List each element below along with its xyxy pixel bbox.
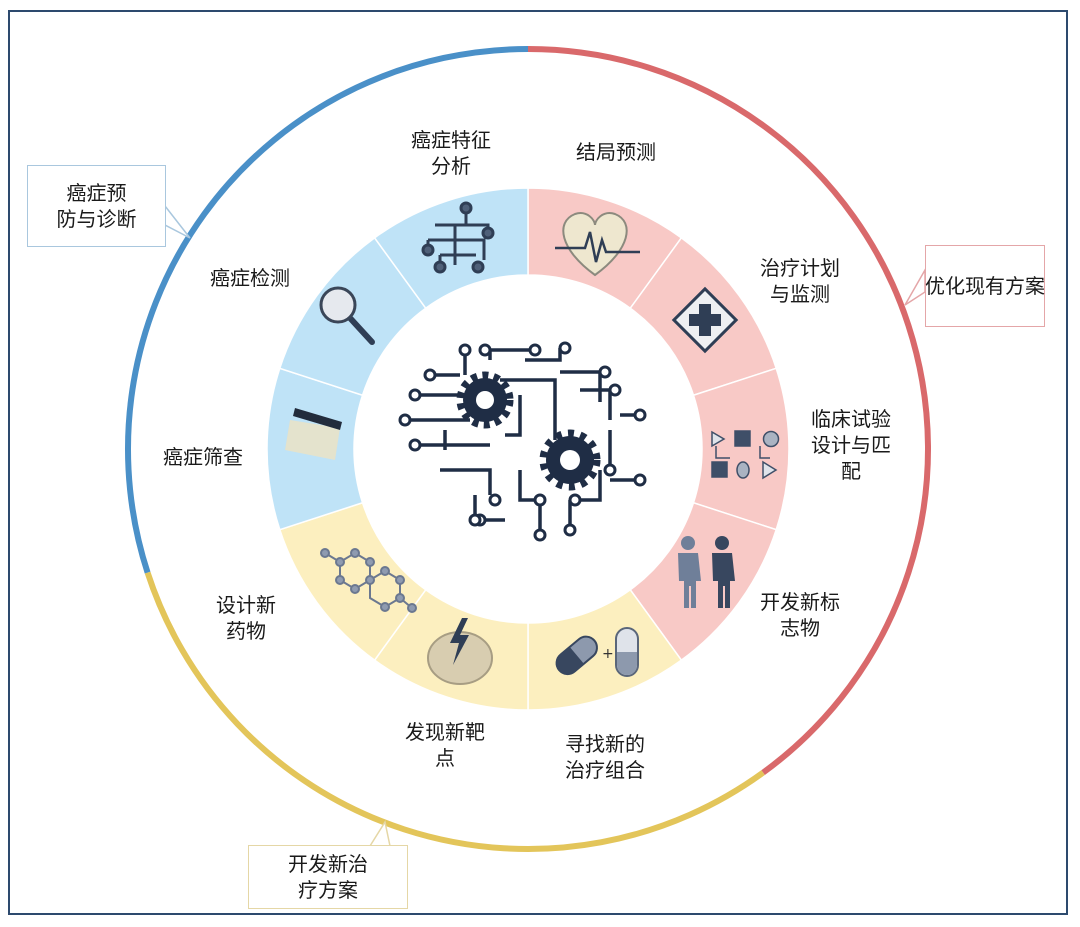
svg-text:+: +	[602, 646, 614, 662]
outer-ring-arc-blue	[125, 46, 529, 574]
segment-label-detection: 癌症检测	[210, 266, 290, 290]
segment-label-characterization: 癌症特征 分析	[411, 128, 491, 178]
medical-cross-icon	[671, 286, 739, 354]
callout-new-treatments: 开发新治 疗方案	[248, 845, 408, 909]
segment-label-new-targets: 发现新靶 点	[405, 720, 485, 770]
magnifier-icon	[319, 286, 375, 345]
callout-optimize-existing: 优化现有方案	[925, 245, 1045, 327]
ai-brain-circuit-icon	[398, 341, 647, 542]
segment-label-screening: 癌症筛查	[163, 445, 243, 469]
segment-label-new-combinations: 寻找新的 治疗组合	[565, 732, 645, 782]
people-icon	[678, 536, 735, 608]
hierarchy-tree-icon	[421, 201, 495, 274]
callout-pointer-red	[904, 267, 926, 306]
outer-ring-arc-red	[527, 46, 931, 776]
segment-label-treatment-planning: 治疗计划 与监测	[760, 256, 840, 306]
segment-label-new-drugs: 设计新 药物	[216, 593, 276, 643]
heart-ecg-icon	[555, 212, 640, 277]
callout-prevention-diagnosis: 癌症预 防与诊断	[27, 165, 166, 247]
brain-lightning-icon	[427, 618, 493, 685]
segment-band-blue	[373, 187, 529, 310]
molecule-icon	[320, 548, 417, 613]
outer-ring-arc-yellow	[144, 571, 765, 852]
segment-label-new-biomarkers: 开发新标 志物	[760, 590, 840, 640]
trial-shapes-icon	[711, 430, 780, 480]
pills-icon: +	[555, 627, 639, 677]
segment-label-clinical-trial: 临床试验 设计与匹 配	[811, 407, 891, 483]
screening-icon	[285, 408, 342, 460]
diagram-frame	[8, 10, 1068, 915]
segment-band-red	[692, 367, 790, 531]
segment-label-outcome-prediction: 结局预测	[576, 140, 656, 164]
callout-pointer-blue	[164, 203, 191, 239]
